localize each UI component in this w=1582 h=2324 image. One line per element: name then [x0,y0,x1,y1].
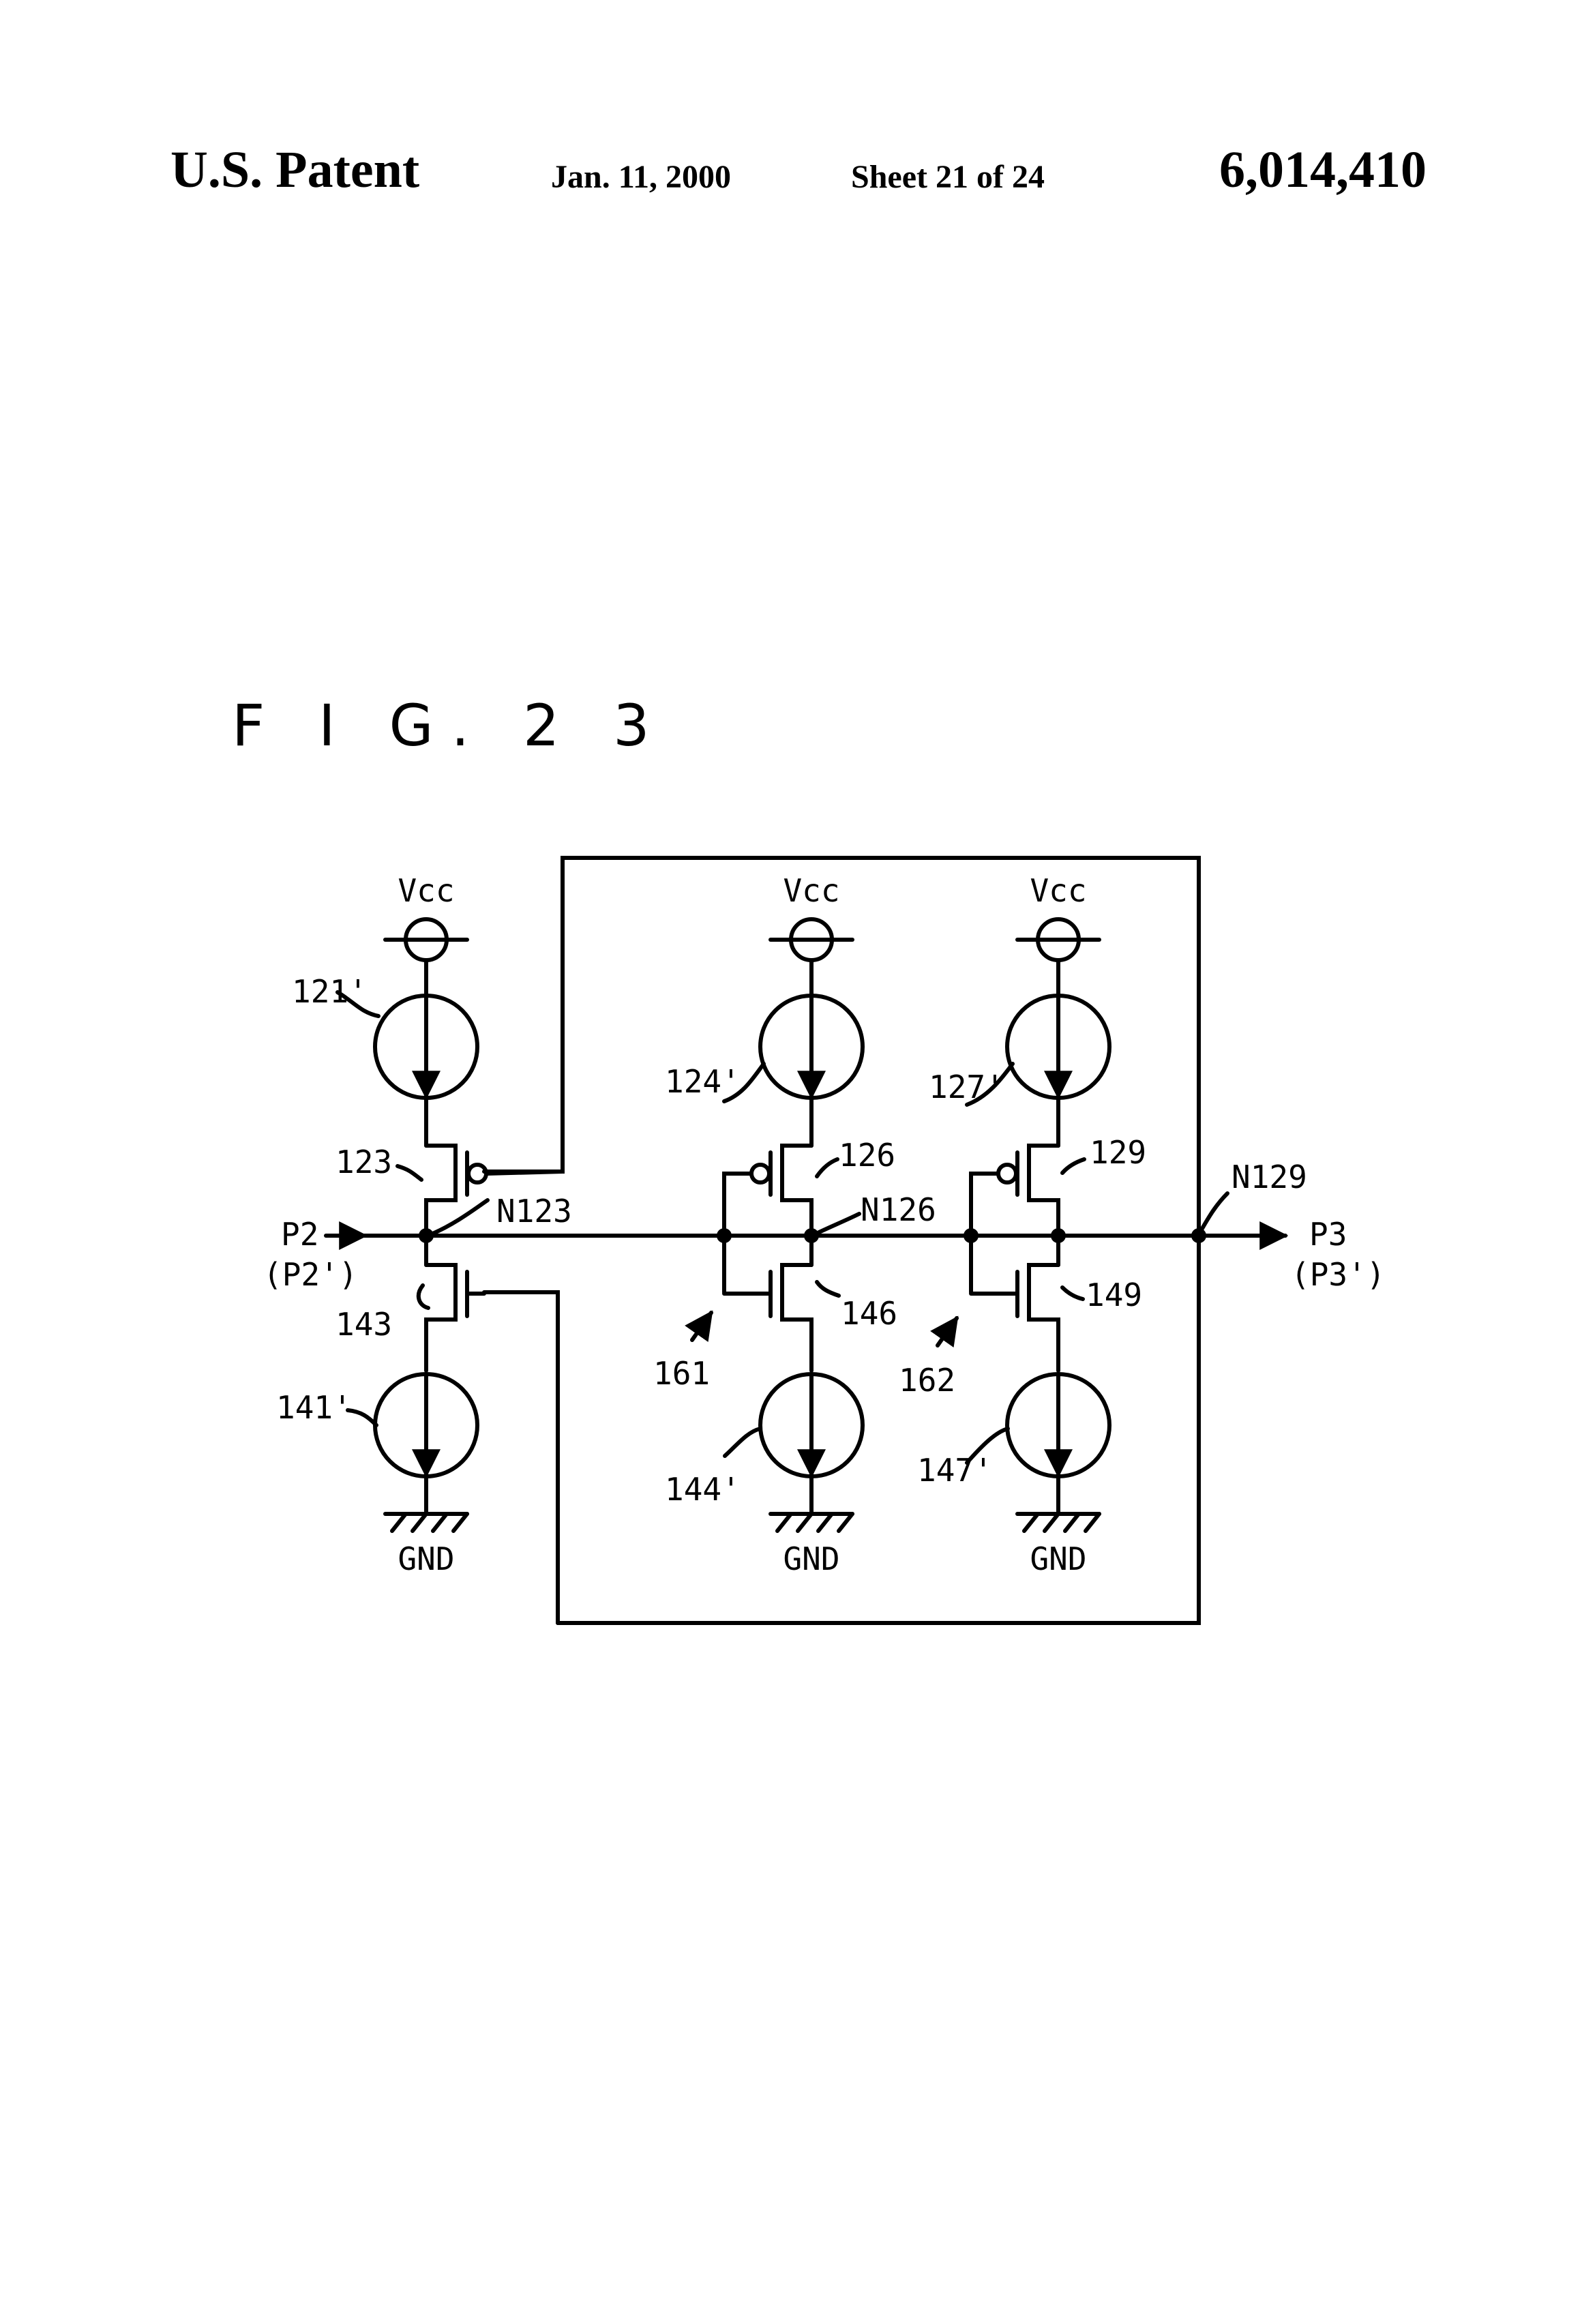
label-141: 141' [276,1389,352,1426]
label-126: 126 [839,1137,895,1174]
label-p2-alt: (P2') [263,1256,357,1293]
label-147: 147' [917,1452,993,1489]
label-inverter-161: 161 [653,1355,710,1392]
label-n123: N123 [496,1193,572,1230]
label-127: 127' [929,1069,1004,1105]
pmos-bubble-129 [998,1165,1016,1182]
label-inverter-162: 162 [899,1362,955,1399]
label-149: 149 [1086,1277,1142,1313]
vcc-label-2: Vcc [783,872,839,909]
label-n129: N129 [1232,1159,1307,1195]
vcc-label-3: Vcc [1030,872,1086,909]
gnd-label-2: GND [783,1540,839,1577]
gnd-label-3: GND [1030,1540,1086,1577]
node-n123-dot [419,1228,434,1243]
label-n126: N126 [861,1191,936,1228]
label-p3-alt: (P3') [1291,1256,1385,1293]
label-146: 146 [841,1295,897,1332]
label-p3: P3 [1309,1216,1347,1253]
pmos-bubble-126 [751,1165,769,1182]
label-121: 121' [292,973,368,1010]
gnd-label-1: GND [398,1540,454,1577]
block-outline [484,1292,558,1623]
vcc-label-1: Vcc [398,872,454,909]
label-144: 144' [665,1471,741,1508]
pmos-bubble-123 [468,1165,486,1182]
node-n129-dot [1051,1228,1066,1243]
node-n126-dot [804,1228,819,1243]
label-124: 124' [665,1063,741,1100]
label-123: 123 [335,1144,392,1180]
label-143: 143 [335,1306,392,1343]
label-p2: P2 [281,1216,318,1253]
label-129: 129 [1090,1134,1146,1171]
